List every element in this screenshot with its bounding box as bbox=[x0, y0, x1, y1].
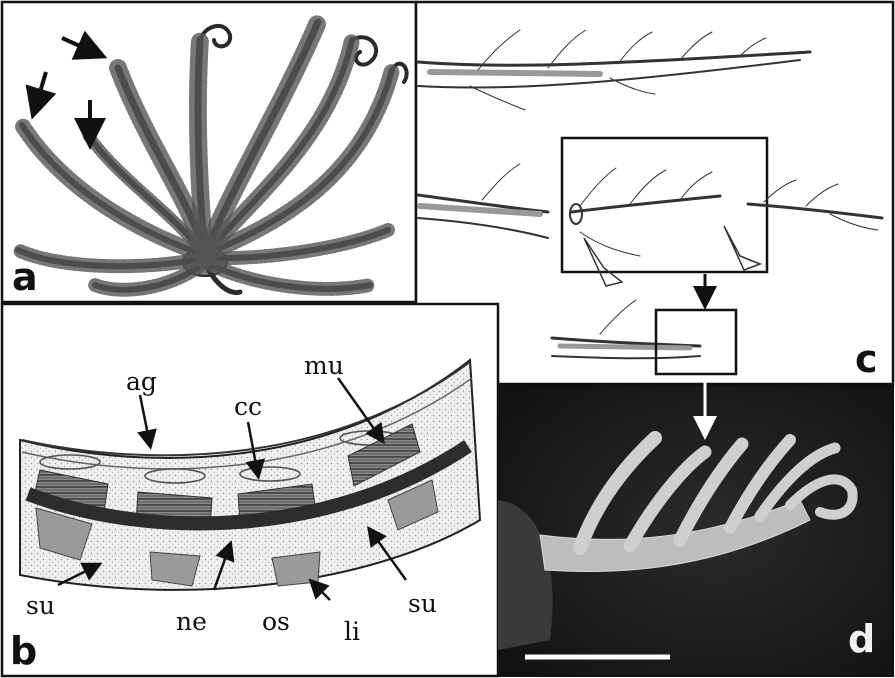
label-mu: mu bbox=[304, 351, 344, 380]
panel-b: ag cc mu su ne os li su b bbox=[2, 304, 498, 676]
label-ag: ag bbox=[126, 367, 157, 396]
label-cc: cc bbox=[234, 392, 262, 421]
label-ne: ne bbox=[176, 607, 207, 636]
panel-a-label: a bbox=[12, 255, 38, 299]
label-li: li bbox=[344, 617, 360, 646]
panel-c-label: c bbox=[855, 337, 878, 381]
panel-b-label: b bbox=[10, 629, 37, 673]
label-su-left: su bbox=[26, 591, 55, 620]
label-os: os bbox=[262, 607, 290, 636]
label-su-right: su bbox=[408, 589, 437, 618]
panel-d: d bbox=[498, 378, 893, 676]
panel-a: a bbox=[2, 2, 416, 302]
panel-d-label: d bbox=[848, 617, 875, 661]
